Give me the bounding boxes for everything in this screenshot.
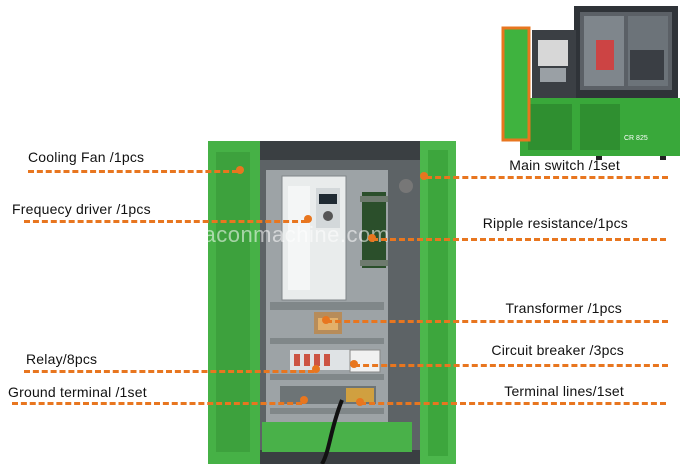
marker-circuit-breaker bbox=[350, 360, 358, 368]
label-main-switch: Main switch /1set bbox=[509, 157, 620, 173]
label-ground-terminal: Ground terminal /1set bbox=[8, 384, 147, 400]
leader-line-cooling-fan bbox=[28, 170, 238, 173]
cabinet-photo bbox=[208, 141, 456, 464]
watermark-text: beaconmachine.com bbox=[178, 222, 390, 247]
leader-line-ground-terminal bbox=[12, 402, 302, 405]
leader-line-circuit-breaker bbox=[354, 364, 668, 367]
marker-ripple-resistance bbox=[368, 234, 376, 242]
marker-main-switch bbox=[420, 172, 428, 180]
leader-line-relay bbox=[24, 370, 314, 373]
label-frequency-driver: Frequecy driver /1pcs bbox=[12, 201, 151, 217]
marker-ground-terminal bbox=[300, 396, 308, 404]
leader-line-transformer bbox=[326, 320, 668, 323]
test-bench-thumbnail: CR 825 bbox=[501, 6, 680, 160]
marker-transformer bbox=[322, 316, 330, 324]
marker-terminal-lines bbox=[356, 398, 364, 406]
label-ripple-resistance: Ripple resistance/1pcs bbox=[482, 215, 628, 231]
marker-frequency-driver bbox=[304, 215, 312, 223]
leader-line-terminal-lines bbox=[360, 402, 666, 405]
label-transformer: Transformer /1pcs bbox=[505, 300, 622, 316]
label-circuit-breaker: Circuit breaker /3pcs bbox=[491, 342, 624, 358]
marker-relay bbox=[312, 365, 320, 373]
machine-model-label: CR 825 bbox=[624, 135, 648, 142]
label-relay: Relay/8pcs bbox=[26, 351, 98, 367]
leader-line-main-switch bbox=[426, 176, 668, 179]
marker-cooling-fan bbox=[236, 166, 244, 174]
label-terminal-lines: Terminal lines/1set bbox=[504, 383, 624, 399]
label-cooling-fan: Cooling Fan /1pcs bbox=[28, 149, 145, 165]
leader-line-frequency-driver bbox=[24, 220, 307, 223]
leader-line-ripple-resistance bbox=[372, 238, 666, 241]
